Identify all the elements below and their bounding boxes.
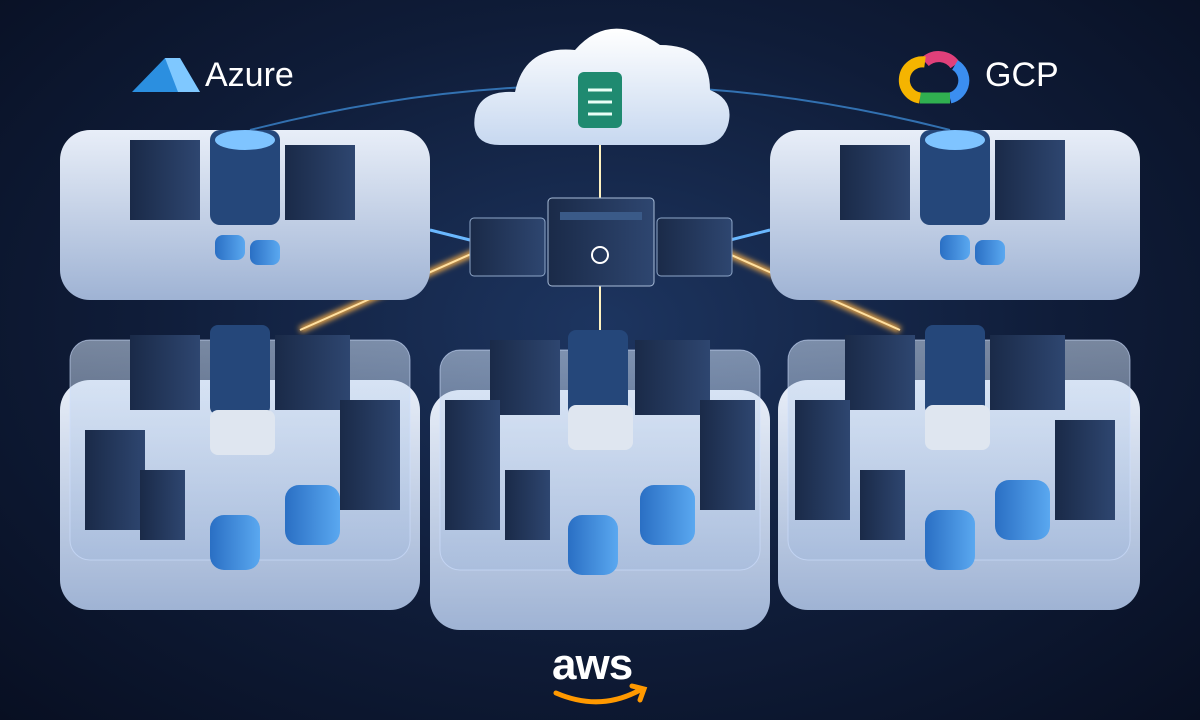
central-gateway-servers	[469, 197, 733, 287]
platform-middle	[430, 330, 770, 630]
aws-label: aws	[552, 640, 633, 689]
spreadsheet-icon	[578, 72, 622, 128]
azure-label: Azure	[205, 56, 294, 94]
bottom-platforms	[60, 325, 1140, 630]
gcp-cloud-logo-icon	[898, 51, 970, 104]
platform-left	[60, 325, 420, 610]
platform-right	[778, 325, 1140, 610]
gcp-platform	[770, 130, 1140, 300]
azure-platform	[60, 130, 430, 300]
central-cloud	[474, 28, 730, 145]
gcp-label: GCP	[985, 56, 1059, 94]
azure-logo-icon	[132, 58, 200, 92]
aws-smile-icon	[553, 683, 648, 705]
